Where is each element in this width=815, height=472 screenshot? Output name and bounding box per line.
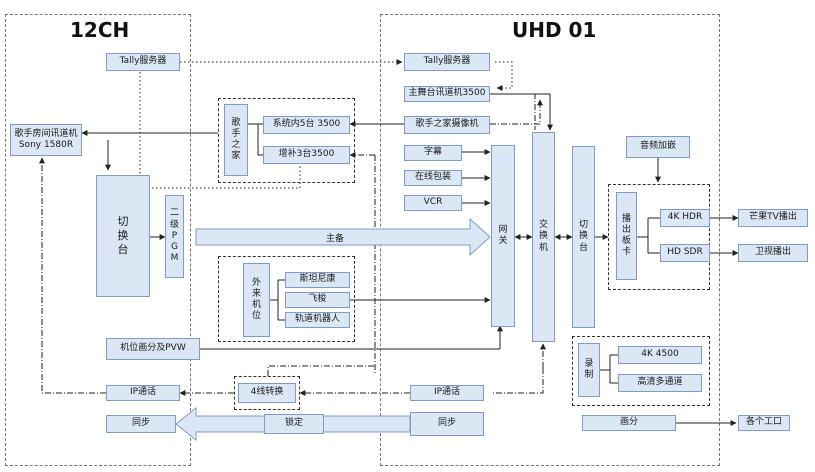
external-cams: 外来机位 [243,263,270,337]
4-wire-converter: 4线转换 [238,383,296,403]
recording: 录制 [578,343,600,397]
external-cams-group [218,256,355,342]
region-12ch-title: 12CH [70,18,130,42]
vcr: VCR [404,195,462,211]
system-5-cams: 系统内5台 3500 [263,116,350,134]
tally-server-right: Tally服务器 [404,53,490,71]
sync-left: 同步 [106,415,176,433]
tally-server-left: Tally服务器 [106,53,180,71]
main-feed-label: 主备 [326,234,345,244]
region-12ch [5,14,191,466]
online-packaging: 在线包装 [404,170,462,186]
singer-home: 歌手之家 [224,104,248,176]
playout-card: 播出板卡 [616,192,637,280]
multiview-pvw: 机位画分及PVW [106,338,200,360]
ip-talk-right: IP通话 [410,385,484,401]
main-feed-arrow [195,217,491,257]
gateway: 网关 [491,145,515,327]
subtitle: 字幕 [404,145,462,161]
multiview-split: 画分 [582,415,676,431]
lock: 锁定 [264,414,324,434]
supplement-3-cams: 增补3台3500 [263,146,350,164]
audio-embed: 音频加嵌 [626,136,690,158]
work-stations: 各个工口 [738,415,790,431]
singer-home-camera: 歌手之家摄像机 [404,116,490,134]
singer-home-group [218,98,355,183]
rail-robot: 轨道机器人 [285,312,350,328]
region-uhd01-title: UHD 01 [512,18,597,42]
rec-4k-4500: 4K 4500 [618,346,702,364]
switcher-left: 切换台 [96,175,150,297]
singer-room-intercom: 歌手房间讯道机 Sony 1580R [10,124,82,156]
switcher-right: 切换台 [572,146,595,328]
drone: 飞梭 [285,292,350,308]
tally-left-branch [139,72,301,189]
4k-hdr: 4K HDR [660,209,710,227]
hd-multichannel: 高清多通道 [618,374,702,392]
steadicam: 斯坦尼康 [285,272,350,288]
satellite-broadcast: 卫视播出 [738,244,808,262]
ip-talk-left: IP通话 [106,385,180,401]
hd-sdr: HD SDR [660,244,710,262]
sync-right: 同步 [410,412,484,436]
main-stage-cams: 主舞台讯道机3500 [404,86,490,102]
router: 交换机 [532,132,555,342]
mango-tv-broadcast: 芒果TV播出 [738,209,808,227]
record-group [572,336,710,406]
tally-right-branch [495,61,513,91]
